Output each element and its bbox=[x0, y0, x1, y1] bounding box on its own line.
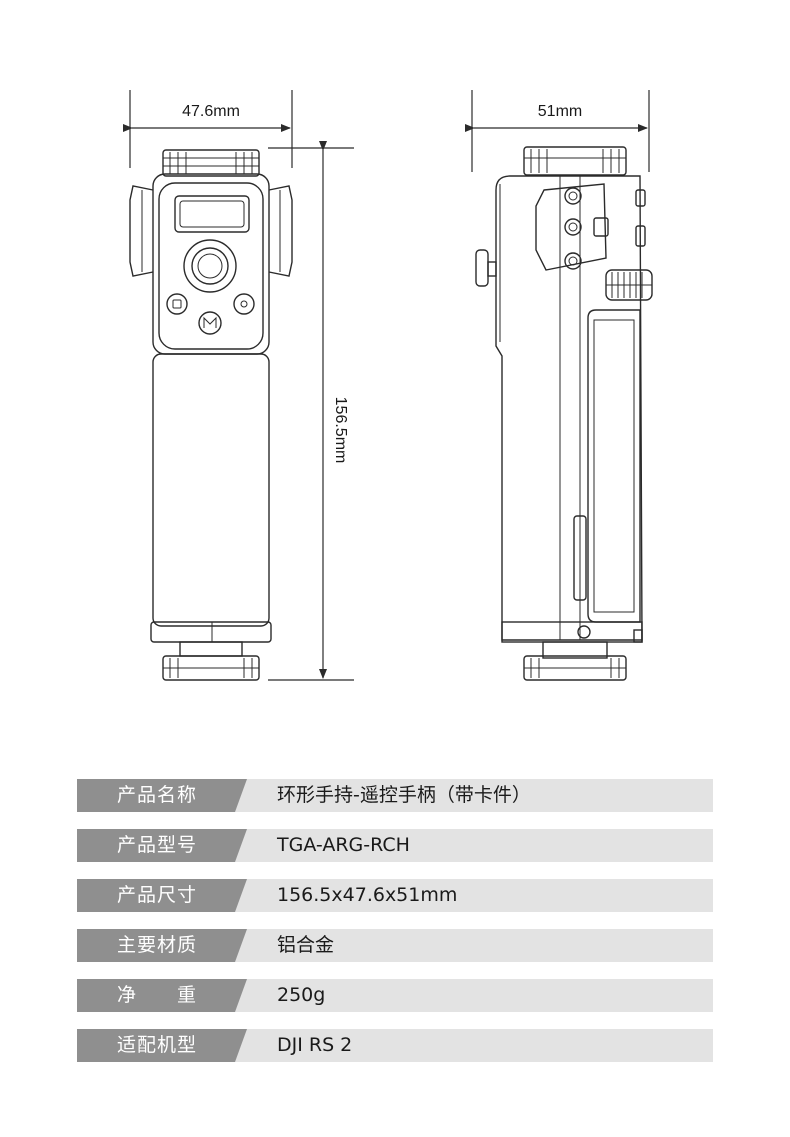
spec-label: 产品尺寸 bbox=[116, 884, 197, 906]
side-width-label: 51mm bbox=[538, 103, 582, 120]
top-screw bbox=[162, 149, 260, 177]
spec-label: 净 重 bbox=[116, 984, 197, 1006]
spec-row-weight: 净 重 250g bbox=[77, 979, 713, 1012]
front-width-label: 47.6mm bbox=[182, 103, 240, 120]
spec-value: 环形手持-遥控手柄（带卡件） bbox=[277, 784, 531, 806]
technical-drawing: 47.6mm 156.5mm 51mm bbox=[123, 90, 653, 681]
front-width-dimension: 47.6mm bbox=[123, 90, 293, 168]
spec-row-name: 产品名称 环形手持-遥控手柄（带卡件） bbox=[77, 779, 713, 812]
height-dimension: 156.5mm bbox=[268, 141, 354, 681]
height-label: 156.5mm bbox=[332, 397, 349, 464]
spec-value: 铝合金 bbox=[277, 934, 335, 956]
spec-label: 产品名称 bbox=[116, 784, 197, 806]
spec-value: 156.5x47.6x51mm bbox=[277, 884, 458, 906]
spec-value: 250g bbox=[277, 984, 326, 1006]
spec-label: 适配机型 bbox=[116, 1034, 197, 1056]
spec-row-model: 产品型号 TGA-ARG-RCH bbox=[77, 829, 713, 862]
side-width-dimension: 51mm bbox=[465, 90, 650, 172]
front-view-device bbox=[129, 149, 293, 681]
spec-table: 产品名称 环形手持-遥控手柄（带卡件） 产品型号 TGA-ARG-RCH 产品尺… bbox=[77, 779, 713, 1079]
spec-row-size: 产品尺寸 156.5x47.6x51mm bbox=[77, 879, 713, 912]
spec-label: 主要材质 bbox=[116, 934, 197, 956]
side-view-device bbox=[475, 146, 653, 681]
bottom-screw bbox=[162, 641, 260, 681]
spec-row-material: 主要材质 铝合金 bbox=[77, 929, 713, 962]
spec-value: TGA-ARG-RCH bbox=[277, 834, 410, 856]
spec-row-compatible-model: 适配机型 DJI RS 2 bbox=[77, 1029, 713, 1062]
spec-value: DJI RS 2 bbox=[277, 1034, 353, 1056]
spec-label: 产品型号 bbox=[116, 834, 197, 856]
